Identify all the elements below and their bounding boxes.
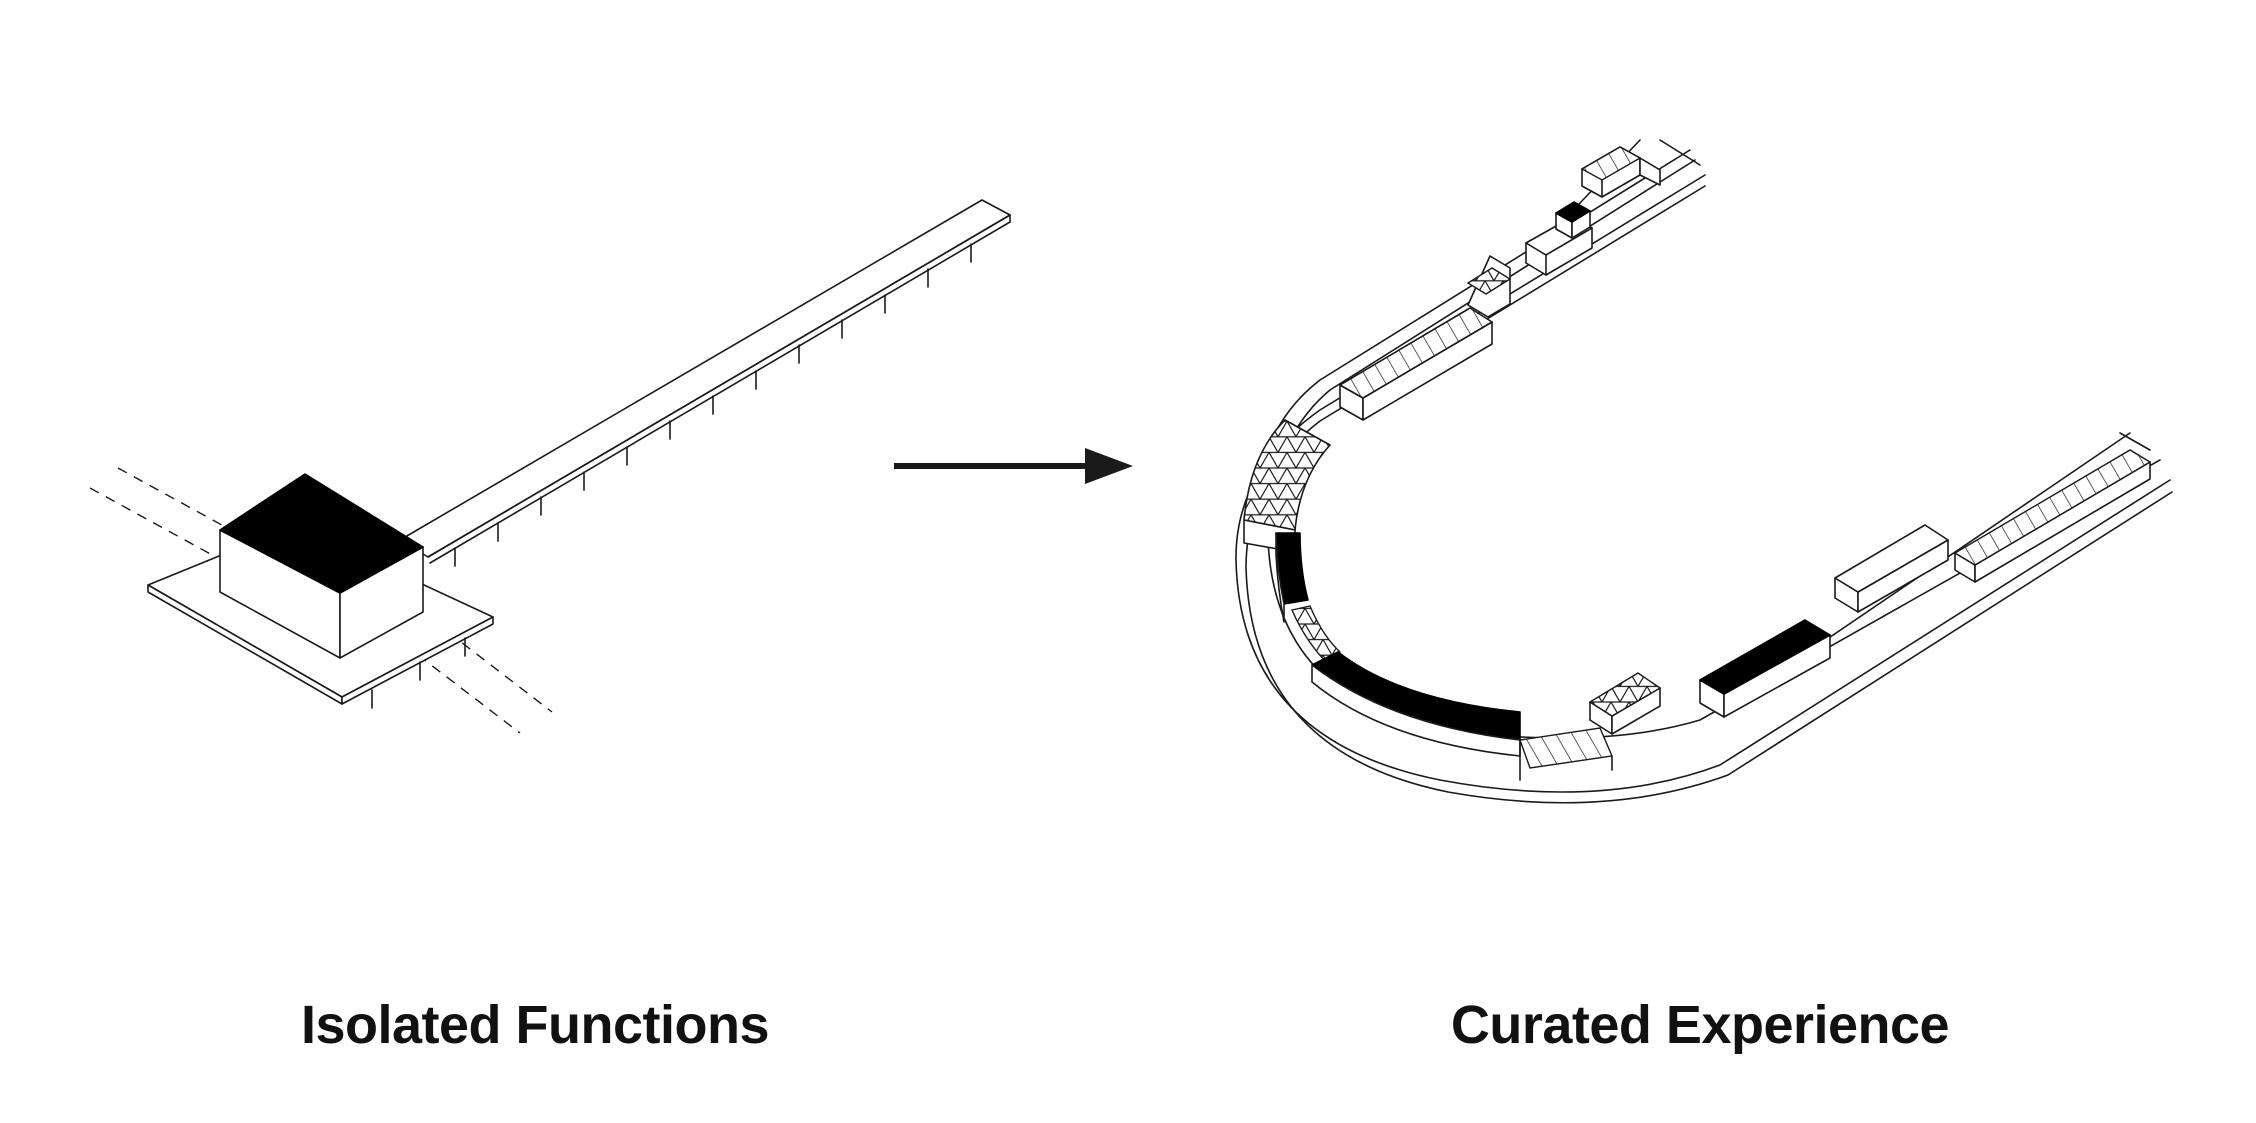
long-walkway: [399, 199, 1011, 567]
left-caption: Isolated Functions: [300, 995, 770, 1055]
arrow-right-icon: [894, 448, 1133, 484]
hatched-pavilion-long: [1339, 307, 1493, 421]
right-caption: Curated Experience: [1450, 995, 1950, 1055]
isolated-functions-illustration: [89, 199, 1011, 734]
hatched-block-bottom: [1519, 727, 1614, 781]
dark-curved-block-large: [1311, 651, 1521, 757]
building-roof-dark: [219, 473, 424, 594]
upper-boxes: [1525, 146, 1661, 276]
patterned-kiosk-bottom: [1588, 672, 1662, 735]
isolated-building: [219, 473, 424, 659]
patterned-kiosk-top: [1466, 255, 1512, 318]
dark-curved-block-small: [1275, 532, 1309, 623]
curated-experience-illustration: [1235, 139, 2173, 804]
hatched-pavilion-right: [1953, 449, 2152, 583]
small-dark-roof: [1555, 201, 1591, 223]
walkway-posts: [454, 243, 972, 567]
dark-pavilion-right: [1699, 619, 1831, 718]
hatched-curved-strip: [1291, 605, 1342, 663]
white-pavilion-right: [1834, 524, 1949, 613]
patterned-curved-block: [1243, 419, 1331, 553]
